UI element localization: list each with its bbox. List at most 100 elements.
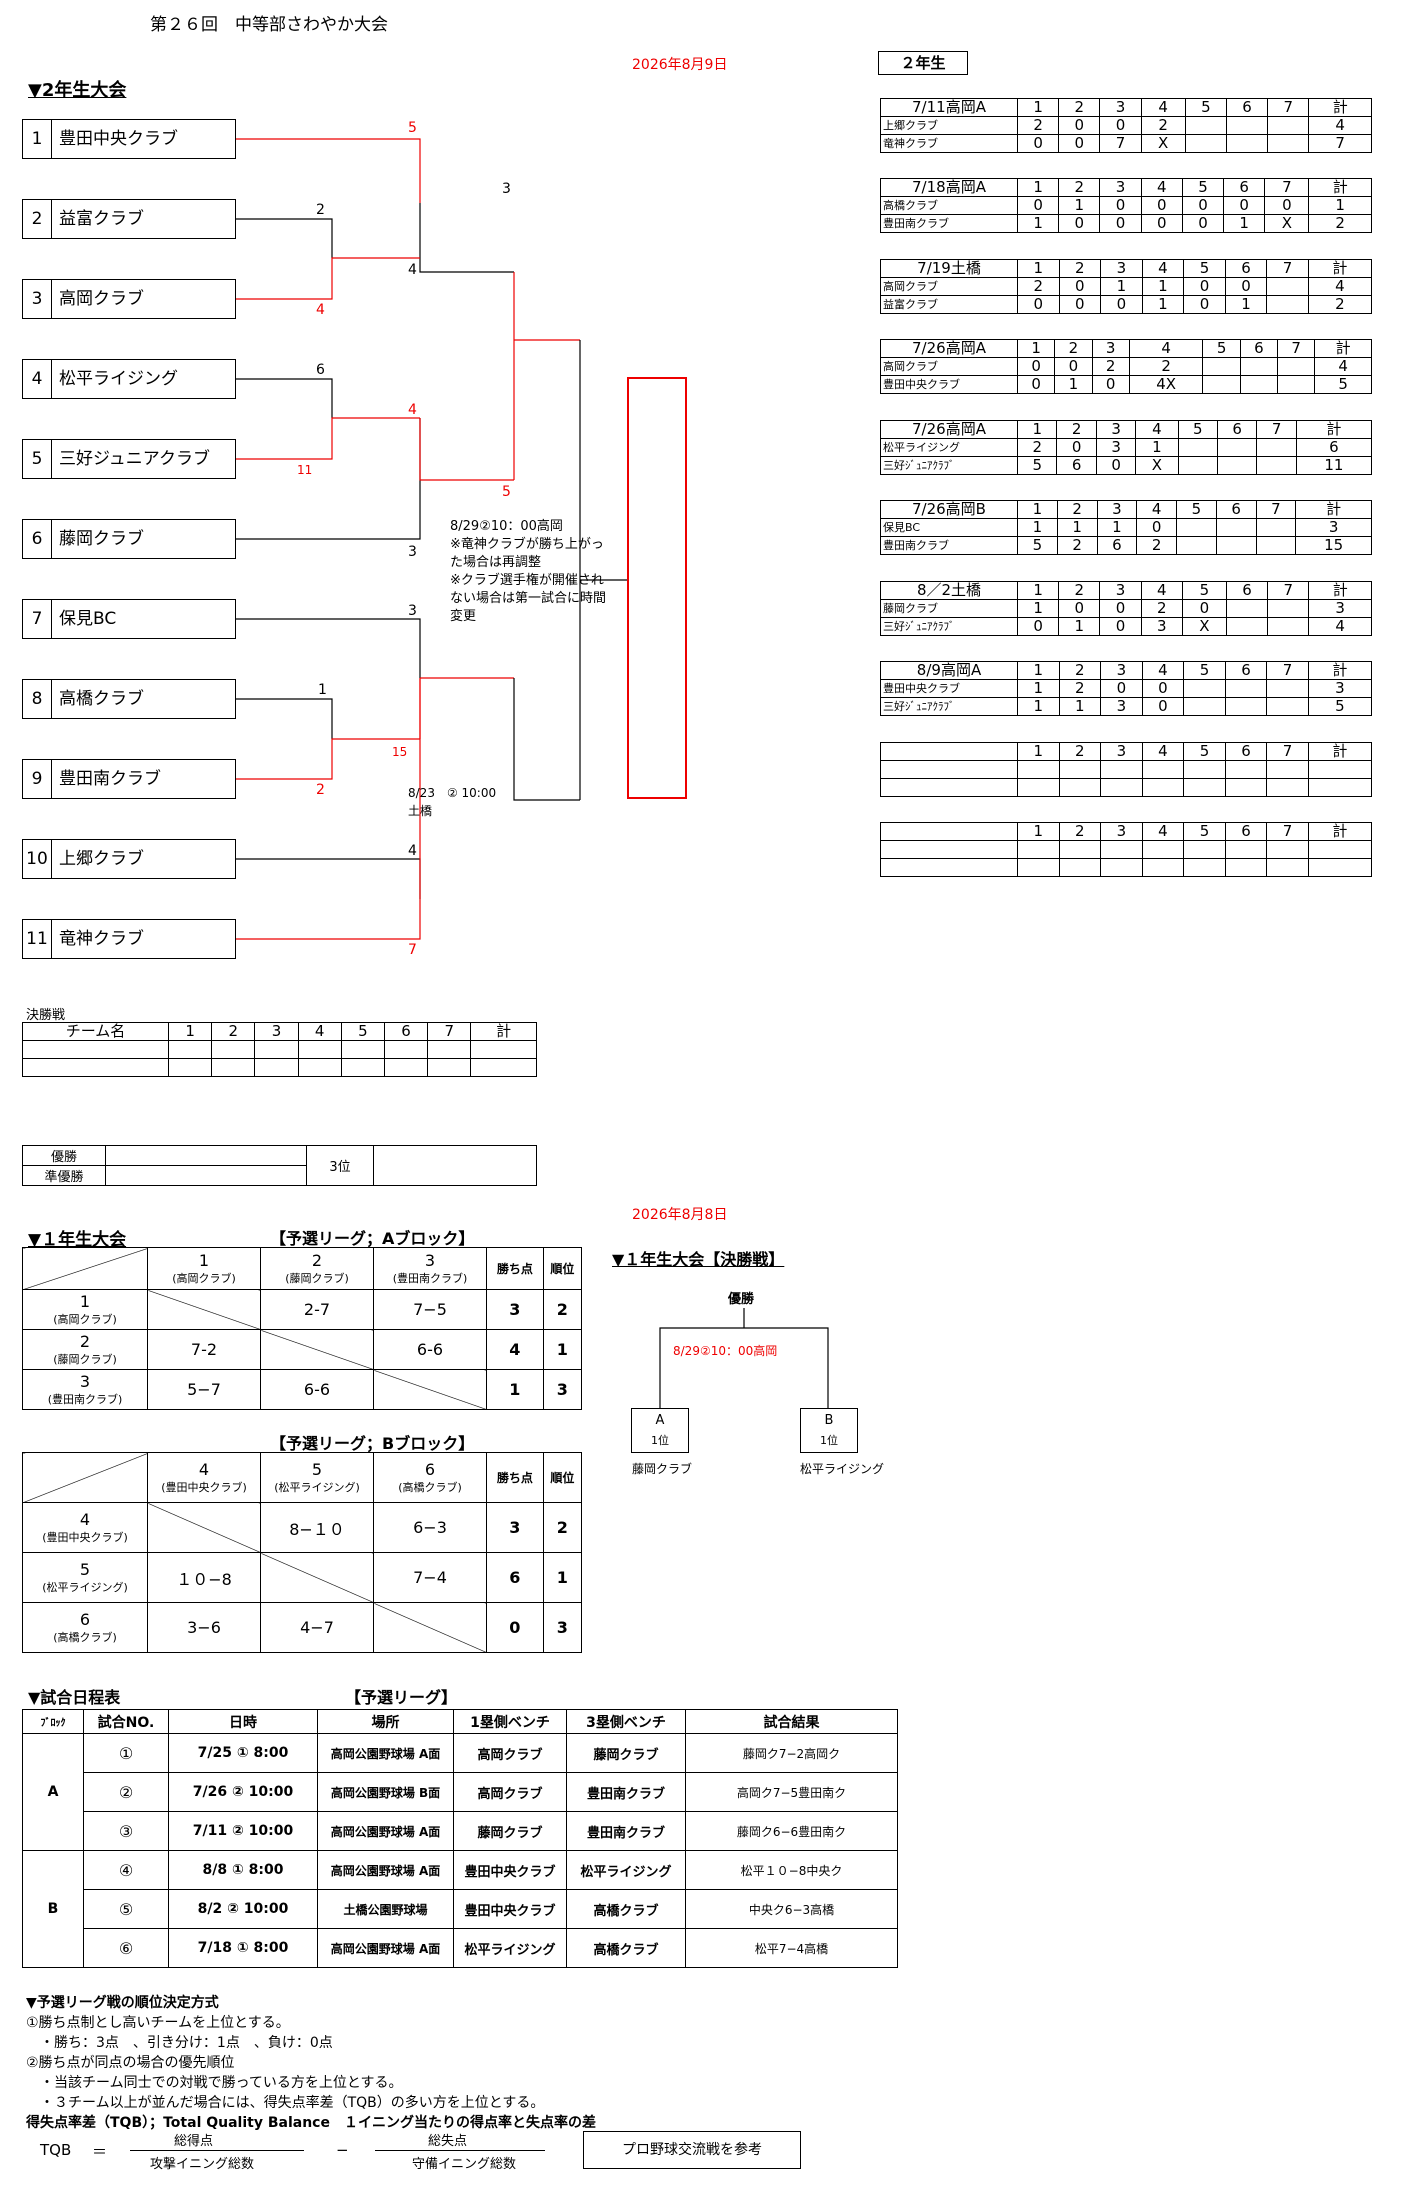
team-cell: 三好ｼﾞｭﾆｱｸﾗﾌﾞ [880,617,1018,636]
score-cell: 11 [1295,456,1373,475]
tqb-equals: ＝ [92,2143,108,2161]
tqb-den2: 守備イニング総数 [412,2157,517,2172]
tqb-num2: 総失点 [428,2134,468,2149]
game-label: 7/26高岡A [880,420,1018,439]
semi-note: 8/23 ② 10:00 土橋 [408,786,497,818]
bracket-score: 6 [316,362,325,378]
bracket-score: 4 [408,262,417,278]
score-cell: 2 [1308,214,1372,233]
team-cell: 三好ｼﾞｭﾆｱｸﾗﾌﾞ [880,456,1018,475]
tqb-label: TQB [40,2141,72,2159]
finalist-box-b: B 1位 [800,1408,858,1453]
inning-header: 計 [1295,420,1373,439]
g1-date: 2026年8月8日 [632,1207,728,1223]
score-cell: 0 [1091,375,1130,394]
team-cell [880,858,1018,877]
fraction-line [375,2150,545,2151]
score-cell: X [1135,456,1179,475]
score-cell [1307,778,1373,797]
tournament-bracket [236,138,687,940]
team-cell: 上郷クラブ [880,116,1018,135]
team-cell: 豊田南クラブ [880,214,1018,233]
team-cell: 三好ｼﾞｭﾆｱｸﾗﾌﾞ [880,697,1018,716]
team-cell: 豊田南クラブ [880,536,1018,555]
blockA-title: 【予選リーグ；Aブロック】 [270,1229,475,1248]
score-cell: 0 [1141,697,1185,716]
finalist-team-b: 松平ライジング [800,1462,885,1476]
g1-final-title: ▼１年生大会【決勝戦】 [612,1250,785,1269]
score-cell: 0 [1099,214,1142,233]
team-cell [880,778,1018,797]
schedule-table: ﾌﾞﾛｯｸ 試合NO. 日時 場所 1塁側ベンチ 3塁側ベンチ 試合結果 A ①… [22,1709,898,1968]
blockB-table: 4(豊田中央クラブ) 5(松平ライジング) 6(高橋クラブ) 勝ち点 順位 4(… [22,1452,583,1653]
page-title: 第２６回 中等部さわやか大会 [150,15,388,35]
score-cell: 0 [1017,295,1060,314]
team-cell: 竜神クラブ [880,134,1018,153]
g1-champion-label: 優勝 [728,1292,755,1307]
schedule-heading: ▼試合日程表 [28,1688,121,1707]
score-cell: 2 [1307,295,1373,314]
score-cell: 7 [1308,134,1372,153]
tqb-den1: 攻撃イニング総数 [150,2157,255,2172]
tqb-num1: 総得点 [174,2134,214,2149]
final-label: 決勝戦 [26,1008,66,1023]
inning-header: 計 [1314,339,1372,358]
score-cell: 1 [1223,214,1266,233]
score-cell: 0 [1058,295,1102,314]
score-cell: 0 [1016,375,1056,394]
rules-section: ▼予選リーグ戦の順位決定方式 ①勝ち点制とし高いチームを上位とする。 ・勝ち：3… [26,1995,596,2131]
bracket-score: 4 [408,843,417,859]
team-cell: 豊田中央クラブ [880,375,1018,394]
score-cell: 15 [1295,536,1372,555]
bracket-score: 15 [392,745,408,759]
bracket-score: 11 [297,463,313,477]
score-cell: X [1264,214,1310,233]
inning-header: 計 [1307,661,1373,680]
team-cell: 藤岡クラブ [880,599,1018,618]
champion-box [627,377,687,799]
team-cell: 高岡クラブ [880,277,1018,296]
score-cell [1267,617,1310,636]
bracket-score: 2 [316,202,325,218]
score-cell [1277,375,1316,394]
score-cell: 6 [1096,536,1138,555]
blockA-table: 1(高岡クラブ) 2(藤岡クラブ) 3(豊田南クラブ) 勝ち点 順位 1(高岡ク… [22,1247,583,1410]
fraction-line [130,2150,304,2151]
score-cell: 2 [1136,536,1177,555]
final-score-table: チーム名 1 2 3 4 5 6 7 計 [22,1022,537,1077]
score-cell [1256,456,1297,475]
score-cell: 1 [1058,697,1102,716]
score-cell: 5 [1307,697,1373,716]
g1-final-note: 8/29②10：00高岡 [673,1344,778,1358]
g2-side-title: ２年生 [878,51,968,75]
reference-box: プロ野球交流戦を参考 [583,2131,801,2169]
score-cell: 5 [1314,375,1372,394]
score-cell: 0 [1058,134,1101,153]
bracket-score: 7 [408,942,417,958]
score-cell: 4 [1308,617,1372,636]
score-cell: 3 [1140,617,1183,636]
result-table: 優勝 3位 準優勝 [22,1145,537,1186]
g1-heading: ▼１年生大会 [28,1230,127,1250]
bracket-score: 3 [502,181,511,197]
finalist-box-a: A 1位 [631,1408,689,1453]
bracket-score: 4 [316,302,325,318]
g2-heading: ▼2年生大会 [28,80,127,101]
